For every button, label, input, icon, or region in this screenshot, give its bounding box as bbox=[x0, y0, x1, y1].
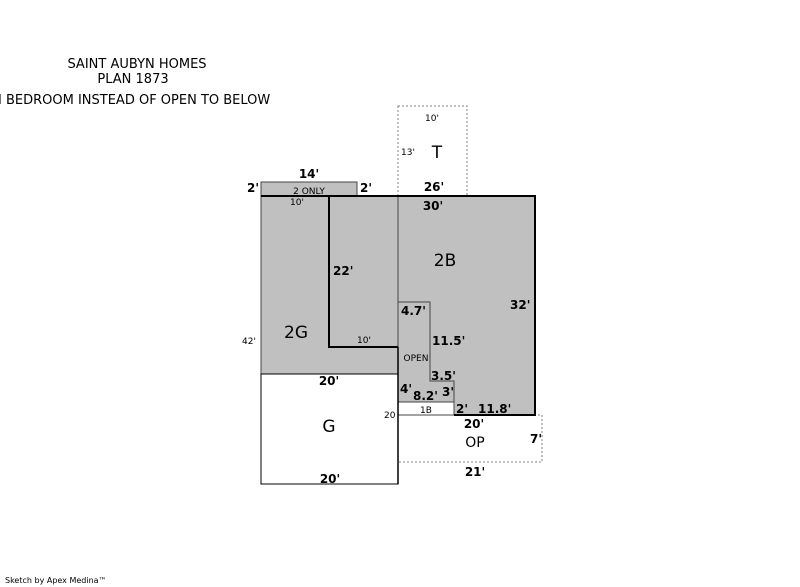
label-open: OPEN bbox=[404, 354, 429, 364]
label-2g: 2G bbox=[284, 323, 308, 343]
dim-g-bottom: 20' bbox=[320, 472, 340, 486]
dim-t-bottom: 26' bbox=[424, 180, 444, 194]
label-2b: 2B bbox=[434, 251, 456, 271]
dim-op-bottom: 21' bbox=[465, 465, 485, 479]
dim-open-side: 11.5' bbox=[432, 334, 465, 348]
dim-op-top: 20' bbox=[464, 417, 484, 431]
dim-inner-22: 22' bbox=[333, 264, 353, 278]
dim-step-3: 3' bbox=[442, 385, 454, 399]
dim-1b-2: 2' bbox=[456, 402, 468, 416]
label-1b: 1B bbox=[420, 406, 432, 416]
dim-bottom-118: 11.8' bbox=[478, 402, 511, 416]
header-line1: SAINT AUBYN HOMES bbox=[67, 57, 206, 72]
dim-open-82: 8.2' bbox=[413, 389, 438, 403]
wall-inner bbox=[328, 196, 398, 348]
dim-step-35: 3.5' bbox=[431, 369, 456, 383]
dim-g-side: 20 bbox=[384, 411, 396, 421]
dim-main-right: 32' bbox=[510, 298, 530, 312]
header-line3: I BEDROOM INSTEAD OF OPEN TO BELOW bbox=[0, 93, 270, 108]
dim-2g-top: 10' bbox=[290, 198, 304, 208]
label-t: T bbox=[431, 143, 443, 163]
dim-open-top: 4.7' bbox=[401, 304, 426, 318]
dim-left-42: 42' bbox=[242, 337, 256, 347]
wall-2b bbox=[261, 195, 536, 416]
dim-t-top: 10' bbox=[425, 114, 439, 124]
dim-g-top: 20' bbox=[319, 374, 339, 388]
dim-strip-right: 2' bbox=[360, 181, 372, 195]
dim-t-side: 13' bbox=[401, 148, 415, 158]
dim-inner-10: 10' bbox=[357, 336, 371, 346]
header-line2: PLAN 1873 bbox=[97, 72, 168, 87]
dim-open-4: 4' bbox=[400, 382, 412, 396]
dim-strip-top: 14' bbox=[299, 167, 319, 181]
label-2-only: 2 ONLY bbox=[293, 187, 325, 197]
footer-credit: Sketch by Apex Medina™ bbox=[5, 576, 107, 585]
dim-strip-left: 2' bbox=[247, 181, 259, 195]
label-op: OP bbox=[465, 435, 484, 451]
dim-op-side: 7' bbox=[530, 432, 542, 446]
label-g: G bbox=[322, 417, 335, 437]
area-g bbox=[260, 373, 399, 485]
dim-main-top: 30' bbox=[423, 199, 443, 213]
